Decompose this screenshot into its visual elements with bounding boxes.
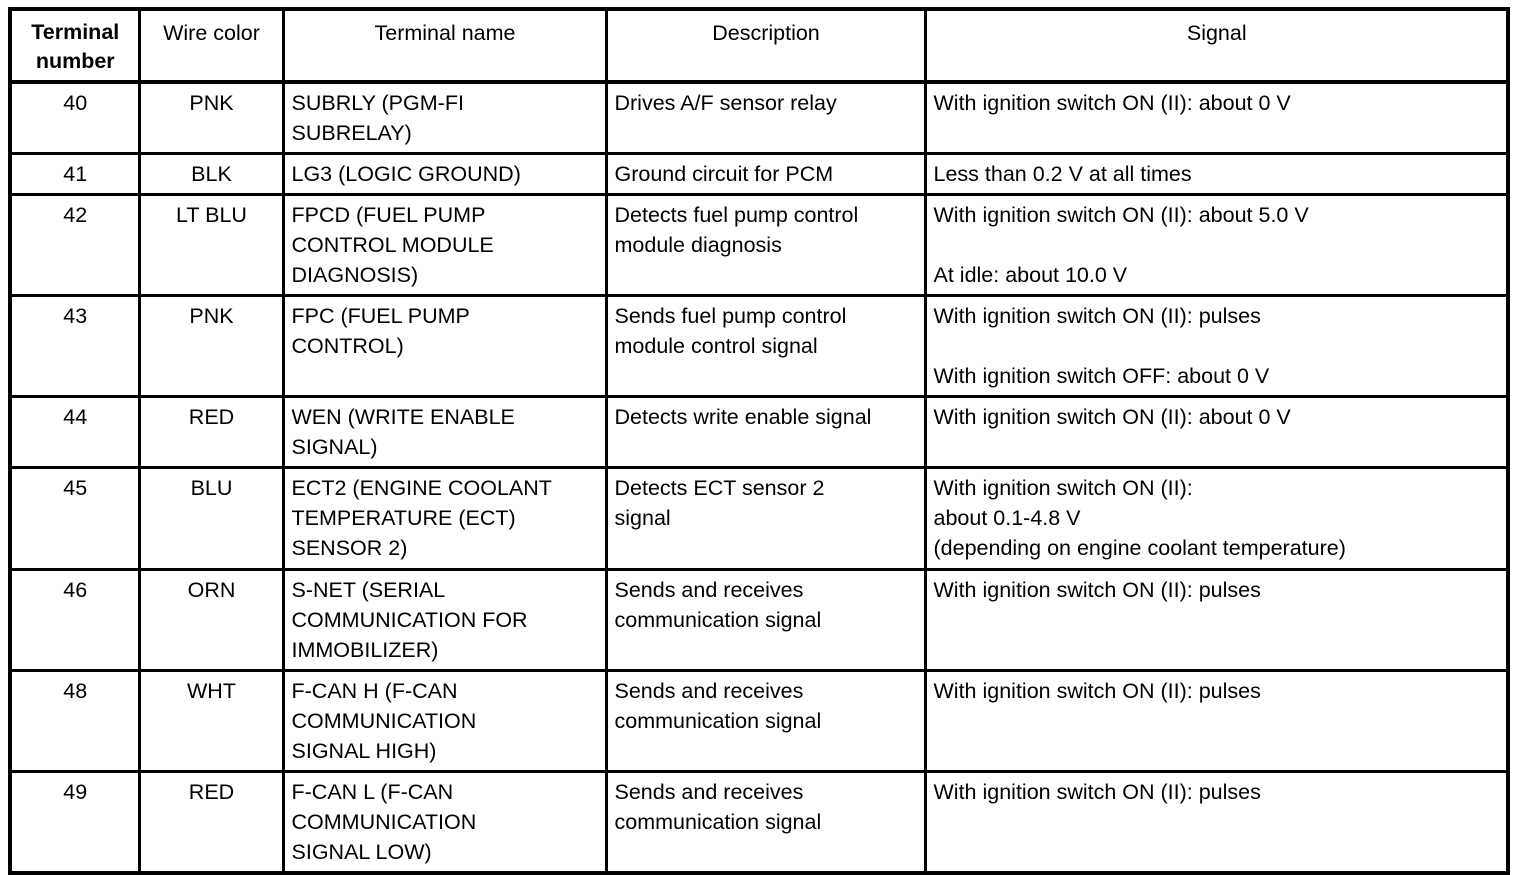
- cell-description: Ground circuit for PCM: [604, 152, 927, 196]
- cell-signal: With ignition switch ON (II): pulses: [923, 669, 1510, 773]
- cell-wire-color: WHT: [137, 669, 285, 773]
- cell-terminal-name: FPC (FUEL PUMP CONTROL): [281, 294, 608, 398]
- cell-terminal-number: 49: [8, 770, 141, 875]
- cell-wire-color: RED: [137, 770, 285, 875]
- cell-terminal-name: WEN (WRITE ENABLE SIGNAL): [281, 395, 608, 469]
- cell-wire-color: PNK: [137, 294, 285, 398]
- column-header-terminal-number: Terminal number: [8, 7, 141, 84]
- pcm-terminal-table: Terminal number Wire color Terminal name…: [8, 7, 1510, 875]
- cell-terminal-number: 42: [8, 193, 141, 297]
- table-row: 45 BLU ECT2 (ENGINE COOLANT TEMPERATURE …: [8, 466, 1510, 571]
- cell-wire-color: BLK: [137, 152, 285, 196]
- cell-terminal-name: ECT2 (ENGINE COOLANT TEMPERATURE (ECT) S…: [281, 466, 608, 571]
- cell-wire-color: LT BLU: [137, 193, 285, 297]
- table-row: 40 PNK SUBRLY (PGM-FI SUBRELAY) Drives A…: [8, 80, 1510, 155]
- cell-terminal-number: 43: [8, 294, 141, 398]
- cell-terminal-number: 41: [8, 152, 141, 196]
- cell-signal: Less than 0.2 V at all times: [923, 152, 1510, 196]
- cell-description: Sends and receives communication signal: [604, 669, 927, 773]
- table-row: 48 WHT F-CAN H (F-CAN COMMUNICATION SIGN…: [8, 669, 1510, 773]
- table-header-row: Terminal number Wire color Terminal name…: [8, 7, 1510, 84]
- cell-terminal-name: S-NET (SERIAL COMMUNICATION FOR IMMOBILI…: [281, 568, 608, 672]
- cell-description: Sends fuel pump control module control s…: [604, 294, 927, 398]
- table-row: 46 ORN S-NET (SERIAL COMMUNICATION FOR I…: [8, 568, 1510, 672]
- cell-terminal-number: 40: [8, 80, 141, 155]
- cell-description: Detects ECT sensor 2 signal: [604, 466, 927, 571]
- cell-signal: With ignition switch ON (II): pulses Wit…: [923, 294, 1510, 398]
- table-row: 49 RED F-CAN L (F-CAN COMMUNICATION SIGN…: [8, 770, 1510, 875]
- cell-terminal-name: FPCD (FUEL PUMP CONTROL MODULE DIAGNOSIS…: [281, 193, 608, 297]
- cell-description: Detects write enable signal: [604, 395, 927, 469]
- cell-terminal-name: SUBRLY (PGM-FI SUBRELAY): [281, 80, 608, 155]
- cell-signal: With ignition switch ON (II): about 0.1-…: [923, 466, 1510, 571]
- cell-wire-color: RED: [137, 395, 285, 469]
- cell-terminal-number: 44: [8, 395, 141, 469]
- column-header-description: Description: [604, 7, 927, 84]
- cell-description: Drives A/F sensor relay: [604, 80, 927, 155]
- cell-description: Detects fuel pump control module diagnos…: [604, 193, 927, 297]
- table-row: 43 PNK FPC (FUEL PUMP CONTROL) Sends fue…: [8, 294, 1510, 398]
- cell-signal: With ignition switch ON (II): about 0 V: [923, 395, 1510, 469]
- cell-terminal-name: LG3 (LOGIC GROUND): [281, 152, 608, 196]
- column-header-terminal-name: Terminal name: [281, 7, 608, 84]
- table-header: Terminal number Wire color Terminal name…: [8, 7, 1510, 84]
- table-row: 44 RED WEN (WRITE ENABLE SIGNAL) Detects…: [8, 395, 1510, 469]
- cell-wire-color: PNK: [137, 80, 285, 155]
- column-header-signal: Signal: [923, 7, 1510, 84]
- cell-terminal-name: F-CAN H (F-CAN COMMUNICATION SIGNAL HIGH…: [281, 669, 608, 773]
- table-row: 41 BLK LG3 (LOGIC GROUND) Ground circuit…: [8, 152, 1510, 196]
- table-row: 42 LT BLU FPCD (FUEL PUMP CONTROL MODULE…: [8, 193, 1510, 297]
- cell-terminal-number: 46: [8, 568, 141, 672]
- cell-wire-color: ORN: [137, 568, 285, 672]
- column-header-wire-color: Wire color: [137, 7, 285, 84]
- cell-terminal-number: 48: [8, 669, 141, 773]
- cell-signal: With ignition switch ON (II): about 0 V: [923, 80, 1510, 155]
- page-canvas: Terminal number Wire color Terminal name…: [8, 7, 1510, 875]
- cell-description: Sends and receives communication signal: [604, 770, 927, 875]
- cell-terminal-name: F-CAN L (F-CAN COMMUNICATION SIGNAL LOW): [281, 770, 608, 875]
- table-body: 40 PNK SUBRLY (PGM-FI SUBRELAY) Drives A…: [8, 80, 1510, 875]
- cell-signal: With ignition switch ON (II): pulses: [923, 568, 1510, 672]
- cell-wire-color: BLU: [137, 466, 285, 571]
- cell-signal: With ignition switch ON (II): pulses: [923, 770, 1510, 875]
- cell-description: Sends and receives communication signal: [604, 568, 927, 672]
- cell-terminal-number: 45: [8, 466, 141, 571]
- cell-signal: With ignition switch ON (II): about 5.0 …: [923, 193, 1510, 297]
